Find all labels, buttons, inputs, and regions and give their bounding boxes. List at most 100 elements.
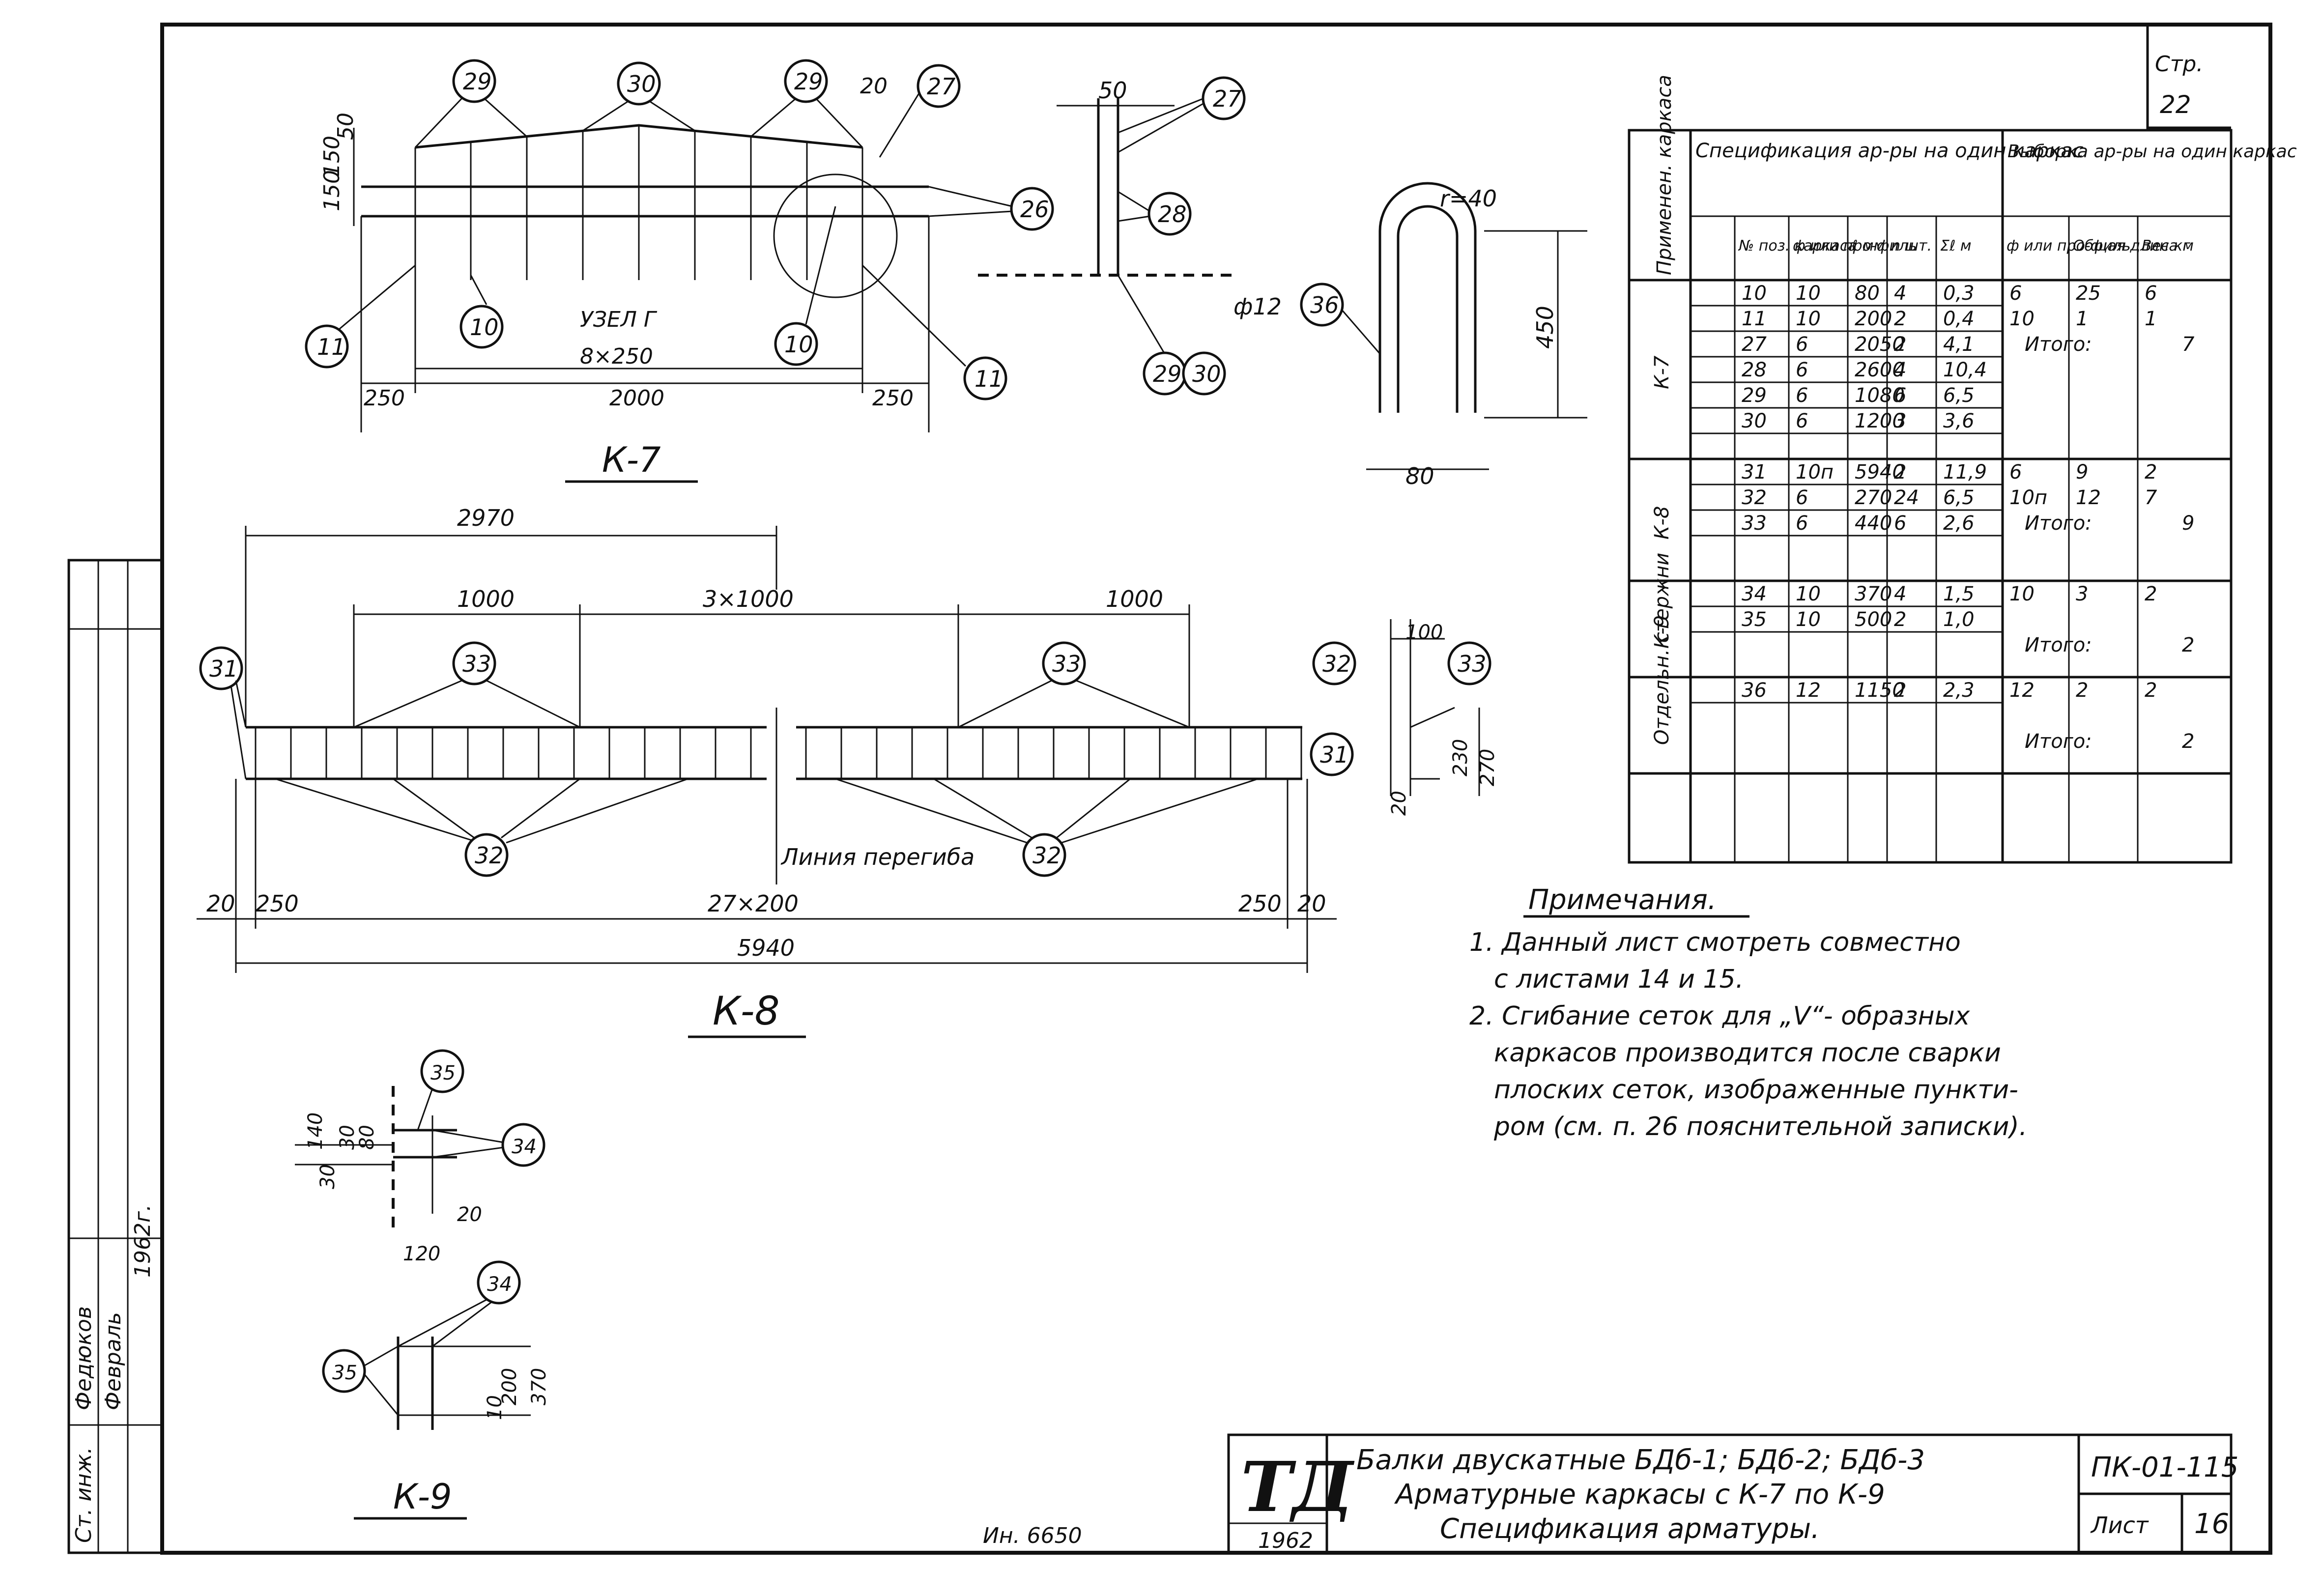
spec-cell: 2 (2145, 679, 2157, 702)
spec-cell: 370 (1855, 583, 1892, 605)
k9-callout-34a: 34 (512, 1136, 537, 1158)
k9-title: К-9 (393, 1477, 452, 1517)
k8-dim-2970: 2970 (457, 505, 515, 531)
notes-line-6: ром (см. п. 26 пояснительной записки). (1493, 1112, 2027, 1141)
k8-dim-1000a: 1000 (457, 586, 515, 612)
k7-dim-250b: 250 (872, 386, 914, 411)
k8-callout-32a: 32 (475, 842, 504, 869)
spec-cell: 0,3 (1943, 282, 1975, 305)
spec-total-value: 9 (2182, 512, 2194, 535)
page-label: Стр. (2155, 52, 2203, 77)
spec-table: Применен. каркаса Спецификация ар-ры на … (1628, 75, 2297, 864)
title-year: 1962 (1258, 1528, 1313, 1553)
spec-cell: 6 (1796, 384, 1808, 407)
spec-cell: 35 (1742, 608, 1767, 631)
spec-group-name: К-8 (1651, 506, 1673, 540)
spec-cell: 6 (2145, 282, 2157, 305)
k8-dim-5940: 5940 (737, 935, 795, 961)
spec-cell: 12 (2076, 486, 2101, 509)
spec-cell: 6 (1796, 333, 1808, 356)
spec-cell: 36 (1742, 679, 1767, 702)
k9-callout-34b: 34 (487, 1273, 512, 1296)
spec-group-name: Отдельн. стержни (1651, 553, 1673, 745)
notes: Примечания. 1. Данный лист смотреть совм… (1469, 884, 2027, 1141)
spec-cell: 6 (1894, 384, 1906, 407)
spec-cell: 6 (1894, 512, 1906, 535)
k8-callout-33c: 33 (1458, 651, 1487, 677)
spec-cell: 6 (2009, 461, 2022, 484)
spec-col-head: ф или про-филь (1793, 237, 1917, 255)
k9-dim-120: 120 (403, 1243, 440, 1265)
k8-dim-250a: 250 (256, 890, 299, 917)
k8-dim-20b: 20 (1297, 890, 1326, 917)
spec-cell: 5940 (1855, 461, 1905, 484)
spec-cell: 2 (2076, 679, 2088, 702)
stamp-year: 1962г. (130, 1204, 155, 1278)
spec-cell: 2050 (1855, 333, 1905, 356)
spec-cell: 270 (1855, 486, 1892, 509)
spec-cell: 6 (1796, 359, 1808, 381)
spec-total-value: 2 (2182, 634, 2194, 656)
k7-callout-29a: 29 (463, 68, 492, 95)
k7-dim-20: 20 (860, 74, 888, 99)
spec-cell: 12 (2009, 679, 2035, 702)
spec-cell: 2 (1894, 461, 1906, 484)
spec-cell: 10 (1796, 583, 1821, 605)
k8-dim-1000b: 1000 (1106, 586, 1163, 612)
spec-cell: 440 (1855, 512, 1892, 535)
spec-cell: 2 (1894, 608, 1906, 631)
spec-total-value: 2 (2182, 730, 2194, 753)
spec-group-name: К-7 (1651, 355, 1673, 389)
k7-title: К-7 (602, 440, 661, 480)
spec-col-head: ℓ мм (1851, 237, 1885, 255)
k7-dim-50: 50 (333, 113, 358, 140)
notes-line-4: каркасов производится после сварки (1494, 1038, 2001, 1068)
k8-dim-27x200: 27×200 (708, 890, 799, 917)
spec-cell: 0,4 (1943, 308, 1975, 330)
spec-cell: 29 (1742, 384, 1767, 407)
spec-cell: 4 (1894, 583, 1906, 605)
spec-cell: 10п (2009, 486, 2047, 509)
spec-cell: 6 (2009, 282, 2022, 305)
k9-dim-200: 200 (498, 1368, 521, 1405)
spec-col-head: Общая длина м (2073, 237, 2194, 255)
spec-header-sample: Выборка ар-ры на один каркас (2007, 142, 2297, 162)
k7-callout-11a: 11 (317, 334, 346, 360)
k8-sec-100: 100 (1405, 621, 1443, 644)
k8-dim-3x1000: 3×1000 (703, 586, 794, 612)
k7-callout-11b: 11 (975, 366, 1003, 392)
title-line-3: Спецификация арматуры. (1440, 1513, 1820, 1545)
k9-dim-140: 140 (304, 1112, 327, 1150)
spec-cell: 200 (1855, 308, 1892, 330)
spec-total-label: Итого: (2025, 730, 2092, 753)
spec-cell: 10п (1796, 461, 1834, 484)
spec-header-spec: Спецификация ар-ры на один каркас (1695, 140, 2084, 162)
k7-callout-10a: 10 (470, 314, 499, 341)
k7-callout-30: 30 (627, 71, 656, 97)
spec-col-head: Вес кг (2142, 237, 2190, 255)
k9-dim-20: 20 (457, 1203, 482, 1226)
spec-cell: 10 (2009, 583, 2035, 605)
k7-dim-2000: 2000 (609, 386, 664, 411)
k8-callout-32b: 32 (1032, 842, 1061, 869)
spec-cell: 1200 (1855, 410, 1905, 432)
spec-cell: 24 (1894, 486, 1919, 509)
k9-callout-35b: 35 (332, 1362, 357, 1384)
k7-callout-26: 26 (1020, 196, 1049, 223)
k9-dim-80: 80 (356, 1125, 378, 1150)
notes-line-5: плоских сеток, изображенные пункти- (1494, 1075, 2018, 1105)
td-logo: ТД (1241, 1447, 1355, 1528)
spec-cell: 1 (2145, 308, 2157, 330)
bar36-height: 450 (1532, 306, 1558, 349)
spec-col-head: Σℓ м (1940, 237, 1972, 255)
spec-cell: 10 (1796, 608, 1821, 631)
k7-dim-8x250: 8×250 (580, 344, 653, 369)
spec-col-head: n шт. (1891, 237, 1932, 255)
side-stamp: Ст. инж. Федюков Февраль 1962г. (67, 559, 164, 1554)
spec-cell: 10,4 (1943, 359, 1987, 381)
page-corner: Стр. 22 (2146, 25, 2231, 129)
spec-cell: 12 (1796, 679, 1821, 702)
k9-dim-30b: 30 (316, 1164, 339, 1189)
spec-cell: 4 (1894, 359, 1906, 381)
